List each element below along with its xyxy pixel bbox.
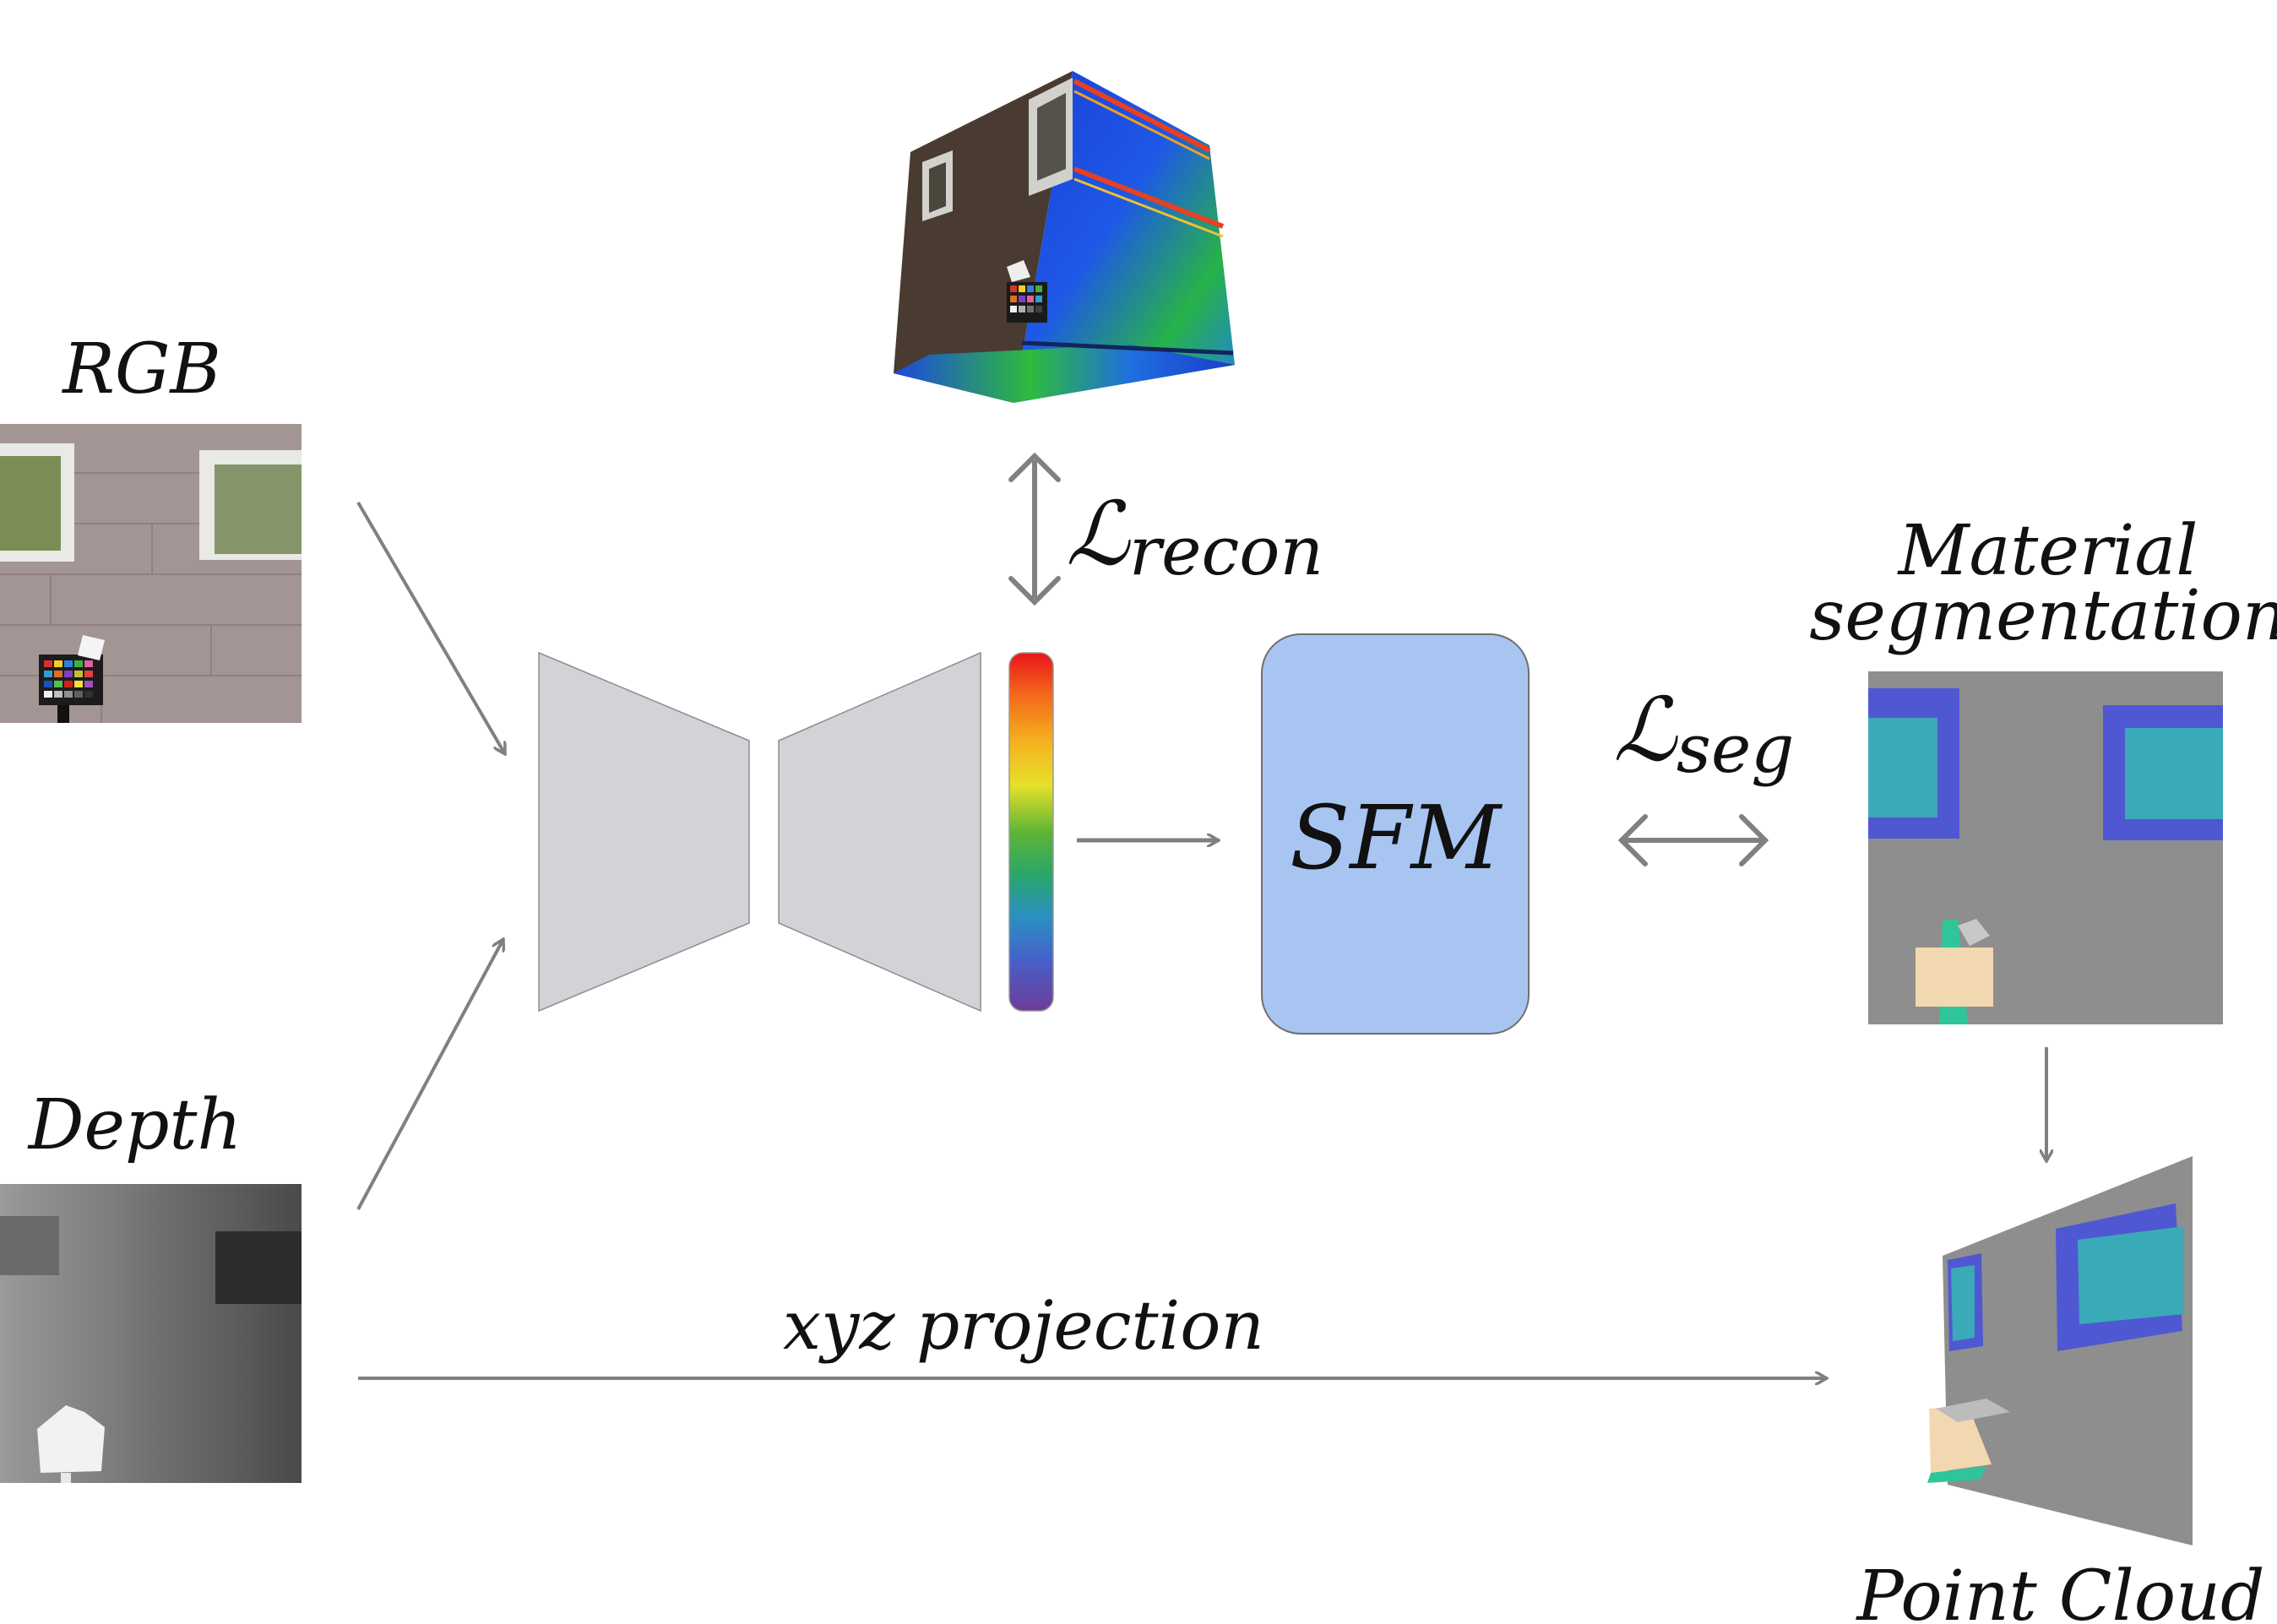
material-segmentation-image	[1868, 671, 2223, 1024]
point-cloud-label: Point Cloud	[1856, 1556, 2265, 1624]
xyz-projection-label: xyz projection	[783, 1286, 1264, 1365]
depth-image	[0, 1184, 302, 1483]
depth-label: Depth	[27, 1085, 242, 1165]
seg-loss-label: ℒseg	[1613, 678, 1795, 788]
material-label-line1: Material	[1897, 511, 2198, 591]
spectral-feature-bar	[1008, 652, 1054, 1012]
encoder-block	[538, 651, 750, 1013]
depth-to-encoder-arrow	[356, 939, 503, 1210]
rgb-label: RGB	[61, 329, 221, 410]
rgb-to-encoder-arrow	[356, 501, 505, 754]
recon-loss-label: ℒrecon	[1066, 482, 1323, 590]
rgb-image	[0, 424, 302, 723]
sfm-block	[1261, 633, 1530, 1035]
hyperspectral-cube	[894, 71, 1235, 403]
material-label-line2: segmentation	[1809, 576, 2277, 656]
point-cloud-image	[1927, 1156, 2193, 1545]
decoder-block	[778, 651, 981, 1013]
sfm-label: SFM	[1290, 786, 1503, 889]
